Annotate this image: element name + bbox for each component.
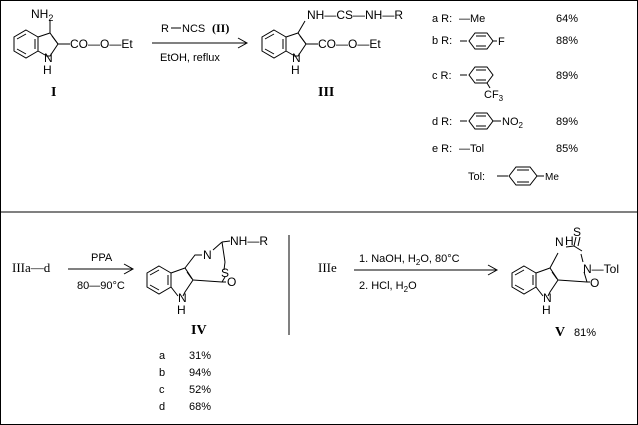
- ester-label: CO—O—Et: [318, 37, 381, 51]
- reagent-ii-label: (II): [212, 21, 229, 35]
- reagent-r: R: [161, 23, 169, 35]
- tol-def-me: Me: [545, 172, 559, 183]
- reaction-3: IIIe 1. NaOH, H2O, 80°C 2. HCl, H2O: [318, 253, 499, 294]
- nh-h-label: H: [43, 63, 52, 77]
- nh-label: N: [543, 291, 552, 305]
- r-row-a-yield: 64%: [556, 13, 578, 25]
- ester-label: CO—O—Et: [70, 37, 133, 51]
- reaction2-start: IIIa—d: [12, 260, 51, 275]
- aryl-ring-d: [460, 112, 501, 130]
- reaction-arrow-1: R NCS (II) EtOH, reflux: [152, 21, 249, 64]
- thiourea-label: NH—CS—NH—R: [307, 8, 403, 22]
- iv-yield-c-id: c: [159, 384, 165, 396]
- r-row-b-substituent: F: [498, 36, 505, 48]
- iv-yield-b-value: 94%: [189, 367, 211, 379]
- tolyl-ring: [497, 166, 544, 186]
- r-row-c-yield: 89%: [556, 70, 578, 82]
- reaction3-step2: 2. HCl, H2O: [359, 280, 417, 294]
- compound-V-yield: 81%: [574, 327, 596, 339]
- ring-n1-label: N: [555, 235, 564, 249]
- reaction2-reagent: PPA: [91, 252, 113, 264]
- aryl-ring-b: [460, 32, 497, 50]
- r-row-b-yield: 88%: [556, 35, 578, 47]
- iv-yield-d-value: 68%: [189, 401, 211, 413]
- compound-V-label: V: [555, 325, 565, 340]
- reaction3-start: IIIe: [318, 260, 337, 275]
- r-row-b-label: b R:: [432, 35, 452, 47]
- compound-V: N H S N—Tol O N H V 81%: [511, 225, 619, 340]
- r-row-e-label: e R:: [432, 143, 452, 155]
- nh-label: N: [178, 291, 187, 305]
- amine-label: NH2: [31, 7, 53, 23]
- nh-h-label: H: [291, 63, 300, 77]
- compound-I-label: I: [51, 85, 56, 100]
- reaction1-conditions: EtOH, reflux: [160, 52, 220, 64]
- reagent-ncs: NCS: [182, 23, 205, 35]
- n3-tol-label: N—Tol: [583, 262, 619, 276]
- r-row-c-substituent: CF3: [484, 89, 504, 103]
- reaction2-conditions: 80—90°C: [77, 280, 125, 292]
- r-row-c-label: c R:: [432, 70, 452, 82]
- r-row-d-label: d R:: [432, 116, 452, 128]
- compound-IV: NH—R N S O N H IV: [146, 234, 268, 338]
- ring-n-label: N: [203, 248, 212, 262]
- r-row-a-substituent: —Me: [459, 13, 485, 25]
- ring-o-label: O: [590, 276, 599, 290]
- r-row-a-label: a R:: [432, 13, 452, 25]
- reaction-2: IIIa—d PPA 80—90°C: [12, 252, 135, 292]
- iv-yield-a-id: a: [159, 350, 166, 362]
- nh-label: N: [44, 51, 53, 65]
- iv-yield-a-value: 31%: [189, 350, 211, 362]
- r-row-d-substituent: NO2: [502, 116, 524, 130]
- ring-o-label: O: [227, 275, 236, 289]
- side-label: NH—R: [230, 234, 268, 248]
- r-row-e-substituent: —Tol: [459, 143, 484, 155]
- nh-h-label: H: [542, 303, 551, 317]
- iv-yield-d-id: d: [159, 401, 165, 413]
- compound-I: NH2 CO—O—Et N H I: [13, 7, 133, 100]
- thione-s-label: S: [573, 225, 581, 239]
- r-row-d-yield: 89%: [556, 116, 578, 128]
- nh-label: N: [292, 51, 301, 65]
- tol-def-label: Tol:: [468, 171, 485, 183]
- ring-n1-h-label: H: [565, 234, 574, 248]
- reaction3-step1: 1. NaOH, H2O, 80°C: [359, 253, 460, 267]
- nh-h-label: H: [177, 303, 186, 317]
- r-group-table: a R: —Me 64% b R: F 88% c R: CF3 89% d R…: [432, 13, 578, 186]
- iv-yield-list: a 31% b 94% c 52% d 68%: [159, 350, 211, 413]
- ring-s-label: S: [221, 266, 229, 280]
- compound-III: NH—CS—NH—R CO—O—Et N H III: [261, 8, 403, 100]
- r-row-e-yield: 85%: [556, 143, 578, 155]
- aryl-ring-c: [460, 66, 494, 89]
- compound-IV-label: IV: [191, 323, 207, 338]
- compound-III-label: III: [318, 85, 334, 100]
- iv-yield-b-id: b: [159, 367, 165, 379]
- iv-yield-c-value: 52%: [189, 384, 211, 396]
